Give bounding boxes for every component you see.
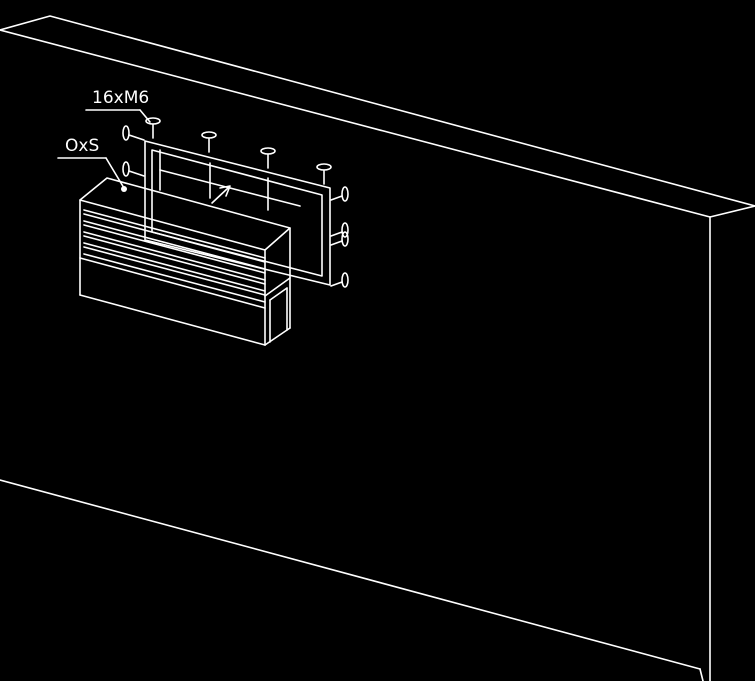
- unit-callout-label: OxS: [65, 136, 100, 156]
- screws-leader: [85, 109, 151, 123]
- screw: [330, 186, 349, 202]
- unit-leader: [57, 157, 125, 189]
- screw: [330, 272, 349, 288]
- unit-box: [79, 177, 291, 346]
- unit-lower-opening: [79, 257, 288, 343]
- screws-callout-label: 16xM6: [92, 88, 150, 108]
- screw: [201, 131, 217, 153]
- unit-marker-dot: [121, 186, 127, 192]
- wall: [0, 15, 755, 681]
- screw: [260, 147, 276, 169]
- unit-louvres: [83, 209, 266, 303]
- screw: [122, 125, 145, 141]
- screw: [330, 222, 349, 238]
- insert-arrow: [211, 185, 231, 204]
- screw: [145, 117, 161, 139]
- screw: [122, 161, 145, 177]
- screw: [330, 231, 349, 247]
- screw: [316, 163, 332, 185]
